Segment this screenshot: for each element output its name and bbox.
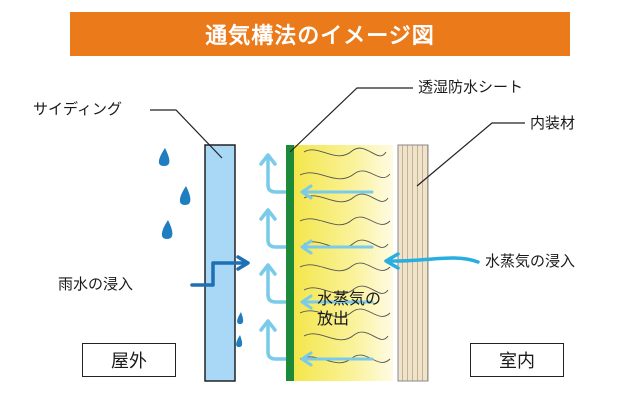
- rain-intrusion-arrow: [190, 255, 250, 287]
- interior-finish-panel: [397, 144, 429, 382]
- vapor-release-arrow-2: [300, 239, 374, 255]
- title-bar: 通気構法のイメージ図: [70, 12, 570, 56]
- raindrop-icon: [158, 148, 170, 166]
- air-arrow-2: [259, 208, 287, 249]
- raindrops: [158, 148, 244, 347]
- membrane-sheet: [286, 145, 294, 381]
- air-flow-arrows: [259, 153, 287, 361]
- leader-lines: [150, 87, 525, 187]
- indoor-box: 室内: [470, 343, 564, 377]
- outdoor-box: 屋外: [82, 343, 176, 377]
- raindrop-icon: [236, 335, 243, 347]
- vapor-intrusion-label: 水蒸気の浸入: [485, 252, 576, 270]
- membrane-label: 透湿防水シート: [418, 78, 524, 96]
- insulation-layer: [293, 145, 393, 381]
- interior-label: 内装材: [530, 114, 576, 132]
- rain-intrusion-label: 雨水の浸入: [58, 275, 134, 293]
- membrane-leader: [289, 87, 413, 153]
- vapor-release-label-line2: 放出: [317, 309, 350, 328]
- vapor-release-arrow-1: [300, 184, 374, 200]
- air-arrow-4: [259, 319, 287, 361]
- vapor-release-label-line1: 水蒸気の: [317, 289, 382, 308]
- vapor-intrusion-arrow: [384, 252, 480, 270]
- interior-leader: [416, 122, 525, 187]
- vapor-release-arrows: [300, 184, 374, 367]
- air-arrow-3: [259, 263, 287, 304]
- vapor-release-arrow-4: [300, 351, 374, 367]
- vapor-release-arrow-3: [300, 294, 374, 310]
- siding-leader: [150, 109, 223, 159]
- air-arrow-1: [259, 153, 287, 194]
- raindrop-icon: [161, 220, 173, 239]
- siding-label: サイディング: [33, 100, 122, 118]
- raindrop-icon: [179, 186, 191, 205]
- raindrop-icon: [237, 312, 244, 324]
